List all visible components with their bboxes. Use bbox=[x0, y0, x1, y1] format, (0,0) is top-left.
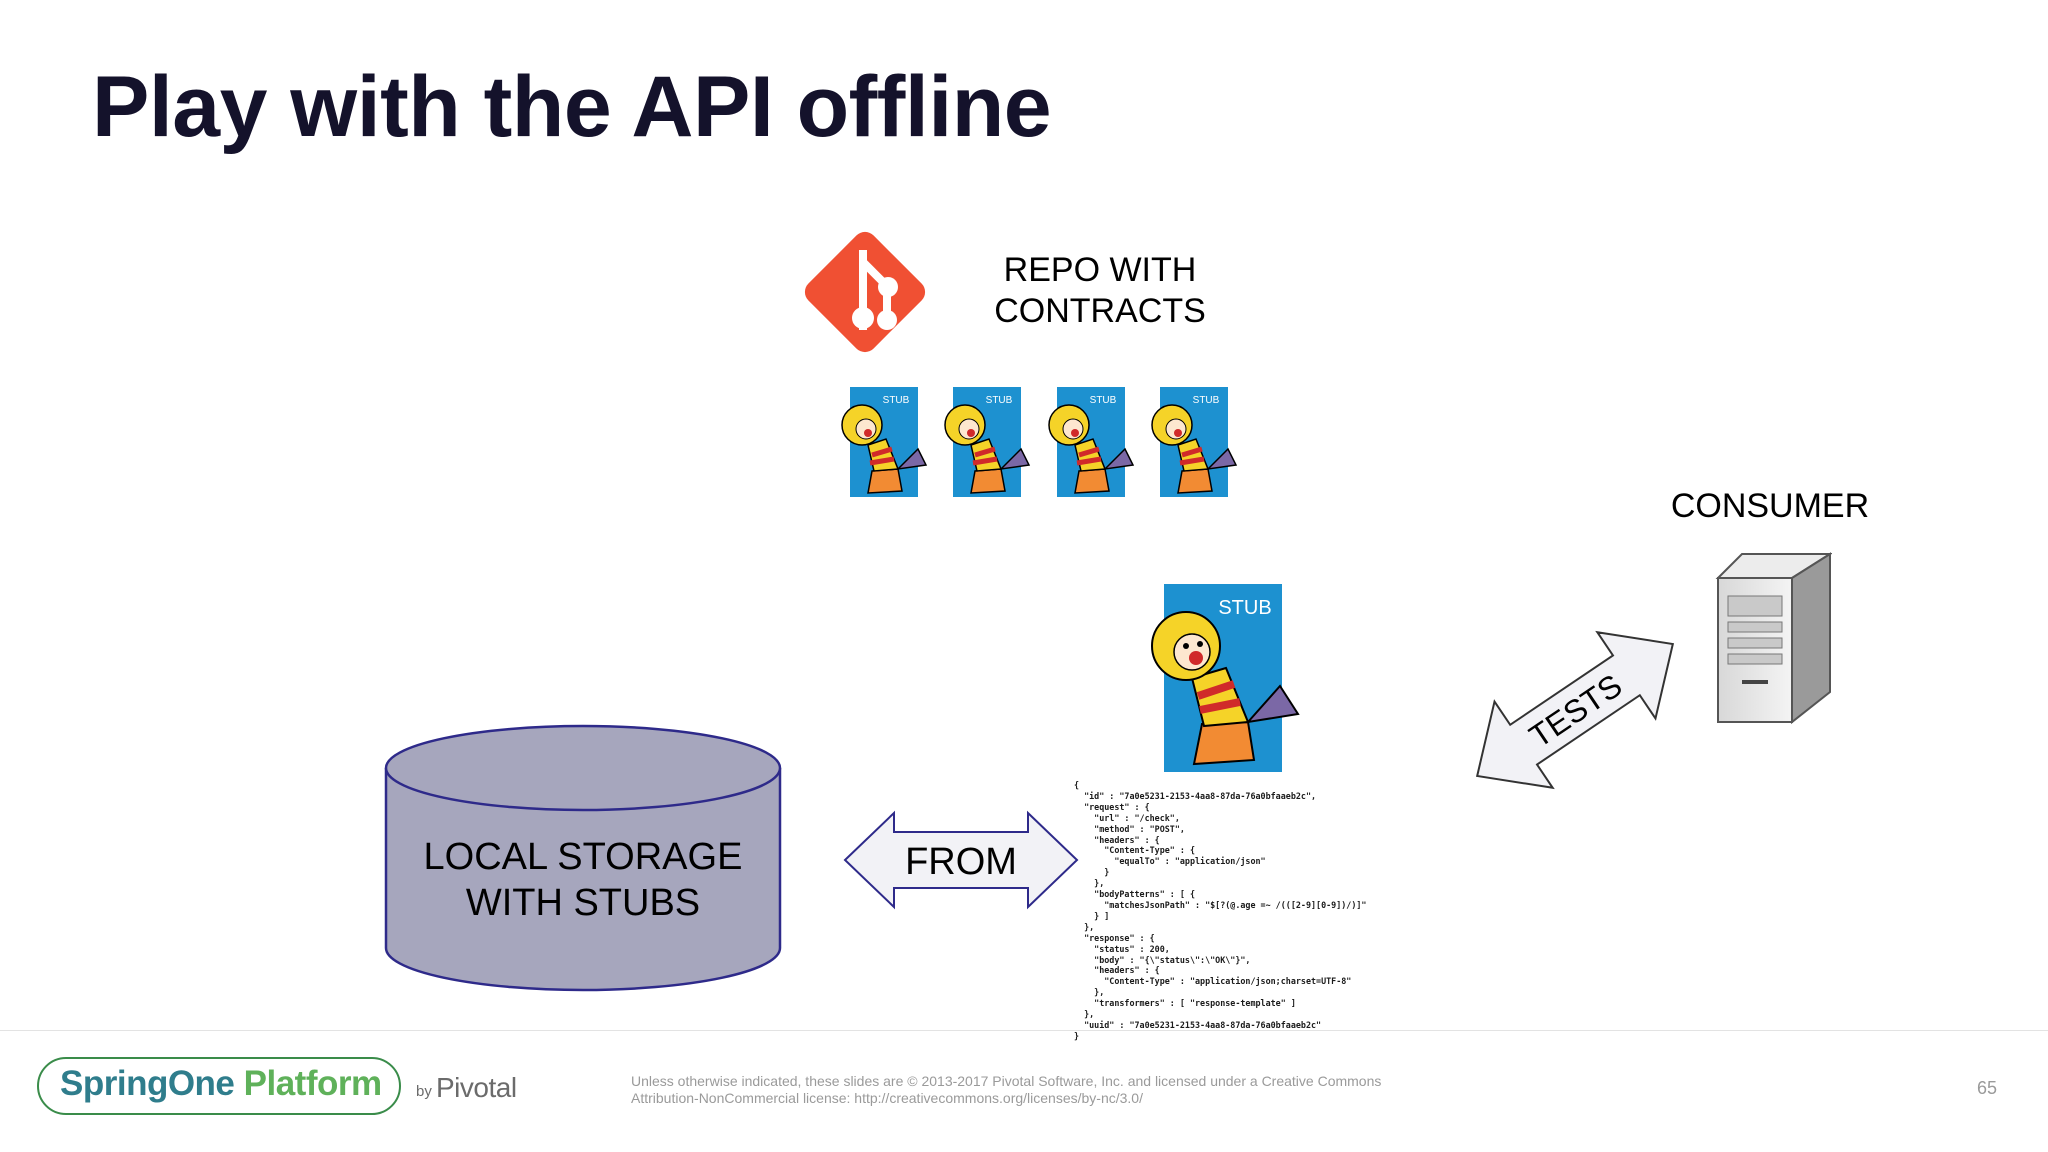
json-line: "bodyPatterns" : [ { bbox=[1074, 889, 1196, 900]
repo-label-line2: CONTRACTS bbox=[994, 292, 1206, 330]
tests-double-arrow: TESTS bbox=[1475, 630, 1675, 790]
page-number: 65 bbox=[1977, 1078, 1998, 1098]
json-line: "response" : { bbox=[1074, 932, 1155, 943]
stub-json-snippet: { "id" : "7a0e5231-2153-4aa8-87da-76a0bf… bbox=[1074, 780, 1394, 1041]
json-line: "equalTo" : "application/json" bbox=[1074, 856, 1266, 867]
storage-label-line1: LOCAL STORAGE bbox=[424, 836, 743, 878]
license-line2: Attribution-NonCommercial license: http:… bbox=[631, 1090, 1143, 1106]
repo-with-contracts-label: REPO WITH CONTRACTS bbox=[975, 250, 1225, 332]
stub-icon-1: STUB bbox=[841, 387, 928, 497]
git-logo-icon bbox=[804, 231, 926, 353]
stub-badge-2: STUB bbox=[986, 395, 1013, 406]
json-line: "Content-Type" : "application/json;chars… bbox=[1074, 976, 1352, 987]
license-text: Unless otherwise indicated, these slides… bbox=[631, 1073, 1411, 1107]
stub-badge-4: STUB bbox=[1193, 395, 1220, 406]
stub-badge-1: STUB bbox=[883, 395, 910, 406]
storage-label-line2: WITH STUBS bbox=[466, 882, 700, 924]
stub-icon-2: STUB bbox=[944, 387, 1031, 497]
slide-title: Play with the API offline bbox=[92, 59, 1052, 155]
json-line: } bbox=[1074, 1030, 1080, 1041]
json-line: }, bbox=[1074, 987, 1105, 998]
springone-platform-logo: SpringOne Platform bbox=[60, 1064, 382, 1104]
json-line: "transformers" : [ "response-template" ] bbox=[1074, 998, 1296, 1009]
footer-divider bbox=[0, 1030, 2048, 1031]
json-line: "headers" : { bbox=[1074, 965, 1160, 976]
license-line1: Unless otherwise indicated, these slides… bbox=[631, 1073, 1382, 1089]
brand-spring: SpringOne bbox=[60, 1064, 235, 1103]
from-double-arrow: FROM bbox=[843, 810, 1079, 910]
stub-icon-3: STUB bbox=[1048, 387, 1135, 497]
json-line: "status" : 200, bbox=[1074, 943, 1170, 954]
big-stub-badge: STUB bbox=[1218, 597, 1271, 619]
jack-in-the-box-stub-icon: STUB bbox=[1151, 584, 1300, 772]
json-line: }, bbox=[1074, 921, 1095, 932]
json-line: } bbox=[1074, 867, 1110, 878]
json-line: "Content-Type" : { bbox=[1074, 845, 1196, 856]
json-line: "request" : { bbox=[1074, 801, 1150, 812]
json-line: "method" : "POST", bbox=[1074, 823, 1185, 834]
repo-label-line1: REPO WITH bbox=[1003, 251, 1197, 289]
stub-row: STUB STUB STUB STUB bbox=[841, 387, 1238, 497]
pivotal-logo: Pivotal bbox=[436, 1072, 517, 1103]
by-label: by bbox=[416, 1083, 432, 1100]
server-icon bbox=[1715, 552, 1832, 725]
json-line: } ] bbox=[1074, 910, 1110, 921]
json-line: "uuid" : "7a0e5231-2153-4aa8-87da-76a0bf… bbox=[1074, 1019, 1322, 1030]
json-line: }, bbox=[1074, 878, 1105, 889]
json-line: { bbox=[1074, 780, 1080, 790]
from-label: FROM bbox=[905, 841, 1017, 883]
json-line: "body" : "{\"status\":\"OK\"}", bbox=[1074, 954, 1251, 965]
springone-logo-badge bbox=[37, 1057, 401, 1115]
local-storage-database: LOCAL STORAGE WITH STUBS bbox=[384, 724, 782, 992]
json-line: "matchesJsonPath" : "$[?(@.age =~ /(([2-… bbox=[1074, 899, 1367, 910]
json-line: "headers" : { bbox=[1074, 834, 1160, 845]
brand-platform: Platform bbox=[234, 1064, 382, 1103]
consumer-label: CONSUMER bbox=[1670, 487, 1870, 525]
json-line: }, bbox=[1074, 1009, 1095, 1020]
json-line: "id" : "7a0e5231-2153-4aa8-87da-76a0bfaa… bbox=[1074, 790, 1317, 801]
stub-icon-4: STUB bbox=[1151, 387, 1238, 497]
stub-badge-3: STUB bbox=[1090, 395, 1117, 406]
json-line: "url" : "/check", bbox=[1074, 812, 1180, 823]
